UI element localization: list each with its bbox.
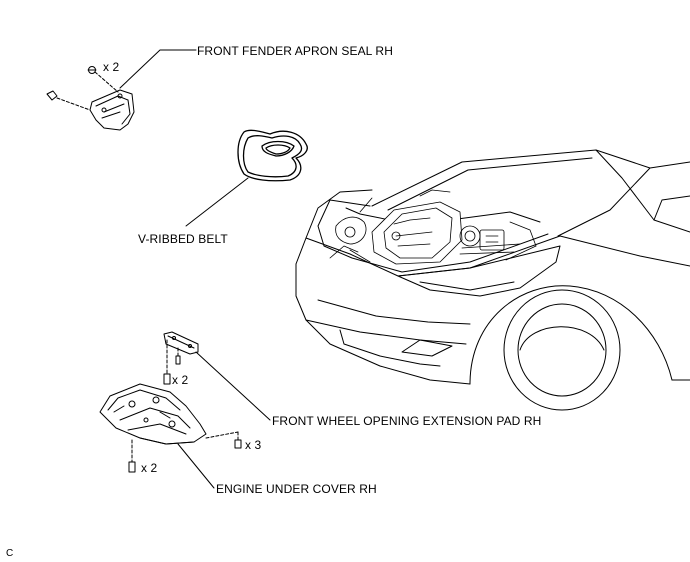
fender-screw: [46, 90, 91, 111]
v-ribbed-belt: [237, 129, 308, 182]
extension-pad: [163, 331, 199, 355]
label-engine-under-cover: ENGINE UNDER COVER RH: [216, 482, 377, 496]
qty-cover-front-bolts: x 2: [141, 461, 158, 475]
engine-bay-detail: [329, 189, 537, 265]
cover-side-screw: [205, 431, 242, 449]
figure-code: C: [6, 548, 14, 559]
pad-clip-upper: [175, 347, 181, 365]
qty-pad-clips: x 2: [172, 373, 189, 387]
label-v-ribbed-belt: V-RIBBED BELT: [138, 232, 228, 246]
label-fender-apron-seal: FRONT FENDER APRON SEAL RH: [197, 44, 393, 58]
cover-front-bolt: [128, 439, 136, 473]
qty-cover-side-screws: x 3: [245, 438, 262, 452]
vehicle: [295, 149, 690, 411]
qty-fender-screws: x 2: [103, 60, 120, 74]
v-belt-leader: [185, 177, 249, 227]
fender-clip: [87, 66, 119, 93]
pad-clip-lower: [163, 339, 171, 385]
fender-apron-seal: [89, 89, 135, 131]
under-cover-leader: [177, 443, 215, 489]
extension-pad-leader: [195, 351, 271, 421]
engine-under-cover: [99, 383, 207, 445]
label-extension-pad: FRONT WHEEL OPENING EXTENSION PAD RH: [272, 414, 542, 428]
fender-seal-leader: [119, 49, 197, 89]
